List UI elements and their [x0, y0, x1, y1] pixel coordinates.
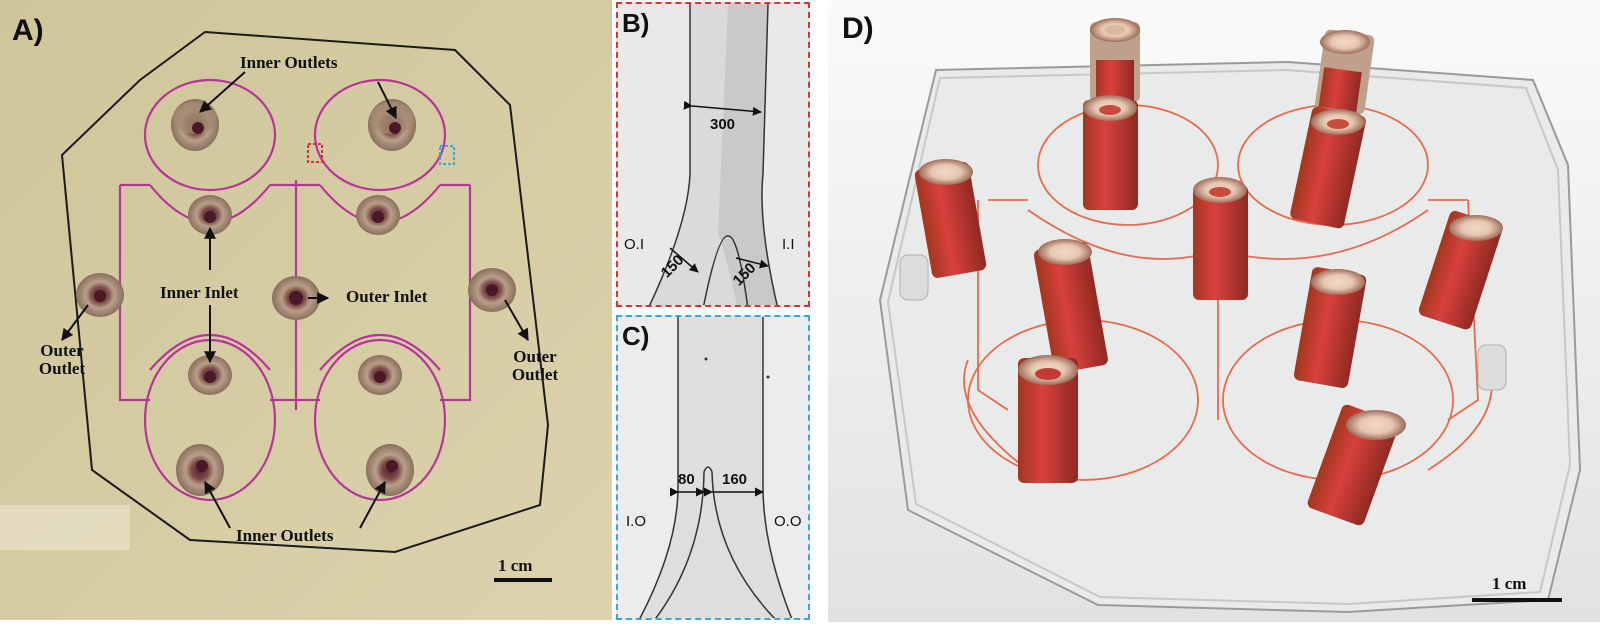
- panel-a-scale-text: 1 cm: [498, 556, 533, 575]
- panel-c-label: C): [622, 321, 650, 351]
- panel-a-chip-photo: A) Inner Outlets Inner Inlet Outer Inlet…: [0, 0, 612, 620]
- highlight-box-red: [307, 143, 323, 163]
- label-outer-outlet-left: Outer Outlet: [38, 341, 86, 378]
- panel-d-label: D): [842, 12, 874, 45]
- label-inner-outlets-top: Inner Outlets: [240, 53, 338, 72]
- panel-d-filled-chip-photo: D) 1 cm: [828, 0, 1600, 622]
- panel-a-drawing: [0, 0, 612, 620]
- panel-b-inlet-junction: B) 300 150 150 O.I I.I: [616, 2, 810, 307]
- panel-b-right-channel: I.I: [782, 236, 795, 253]
- panel-b-label: B): [622, 8, 650, 38]
- label-outer-outlet-right: Outer Outlet: [511, 347, 559, 384]
- panel-a-scale-bar: [494, 578, 552, 582]
- panel-b-drawing: [618, 4, 808, 305]
- highlight-box-blue: [439, 145, 455, 165]
- panel-c-drawing: [618, 317, 808, 618]
- panel-b-left-channel: O.I: [624, 236, 645, 253]
- label-inner-outlets-bottom: Inner Outlets: [236, 526, 334, 545]
- port-tubes: [899, 18, 1507, 526]
- panel-d-scale-text: 1 cm: [1492, 574, 1527, 593]
- panel-c-outlet-junction: C) 80 160 I.O O.O: [616, 315, 810, 620]
- panel-a-label: A): [12, 14, 44, 47]
- chip-outline: [60, 30, 550, 554]
- panel-b-width-main: 300: [710, 116, 736, 133]
- panel-c-right-channel: O.O: [774, 513, 802, 530]
- label-inner-inlet: Inner Inlet: [160, 283, 239, 302]
- label-outer-inlet: Outer Inlet: [346, 287, 428, 306]
- annotation-arrows: [61, 71, 529, 529]
- panel-c-width-right: 160: [722, 471, 748, 488]
- panel-d-drawing: [828, 0, 1600, 622]
- panel-c-width-left: 80: [678, 471, 695, 488]
- panel-c-left-channel: I.O: [626, 513, 647, 530]
- panel-d-scale-bar: [1472, 598, 1562, 602]
